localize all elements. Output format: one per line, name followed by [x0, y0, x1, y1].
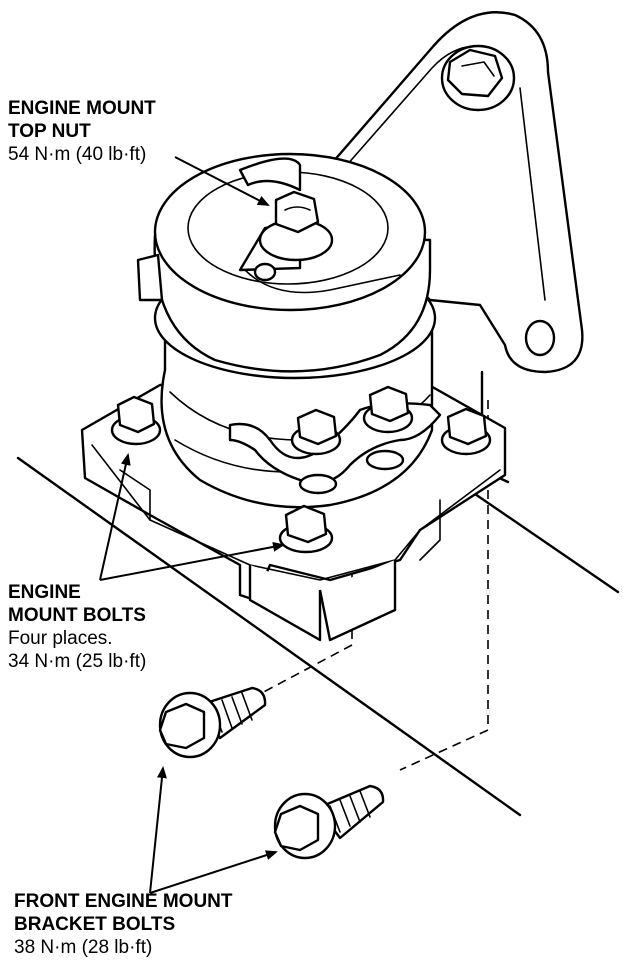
top-nut-title-line1: ENGINE MOUNT — [8, 98, 156, 119]
mount-bolts-title-line2: MOUNT BOLTS — [8, 605, 146, 626]
bracket-bolt-lower — [273, 784, 385, 860]
upper-bracket-arm — [298, 11, 584, 374]
top-nut-title-line2: TOP NUT — [8, 121, 91, 142]
mount-bolt-5 — [362, 385, 414, 434]
bracket-bolts-callout: FRONT ENGINE MOUNT BRACKET BOLTS 38 N·m … — [14, 890, 233, 959]
top-nut — [253, 190, 334, 282]
top-nut-torque: 54 N·m (40 lb·ft) — [8, 144, 147, 165]
top-nut-callout: ENGINE MOUNT TOP NUT 54 N·m (40 lb·ft) — [8, 97, 156, 166]
mount-bolt-4 — [290, 408, 342, 456]
bracket-bolt-upper — [158, 686, 267, 759]
mount-bolts-note: Four places. — [8, 628, 113, 649]
bracket-bolts-torque: 38 N·m (28 lb·ft) — [14, 937, 153, 958]
mount-bolts-title-line1: ENGINE — [8, 582, 81, 603]
bracket-upper-bolt — [440, 44, 516, 112]
mount-bolt-2 — [278, 504, 334, 554]
mount-bolts-torque: 34 N·m (25 lb·ft) — [8, 651, 147, 672]
bracket-bolts-title-line2: BRACKET BOLTS — [14, 914, 176, 935]
mount-bolt-3 — [440, 407, 492, 456]
mount-bolts-callout: ENGINE MOUNT BOLTS Four places. 34 N·m (… — [8, 581, 146, 673]
bracket-bolts-title-line1: FRONT ENGINE MOUNT — [14, 891, 233, 912]
mount-bolt-heads — [110, 385, 492, 554]
leader-arrows — [99, 156, 285, 894]
mount-bolt-lower — [298, 449, 405, 495]
mount-bolt-1 — [110, 395, 162, 446]
